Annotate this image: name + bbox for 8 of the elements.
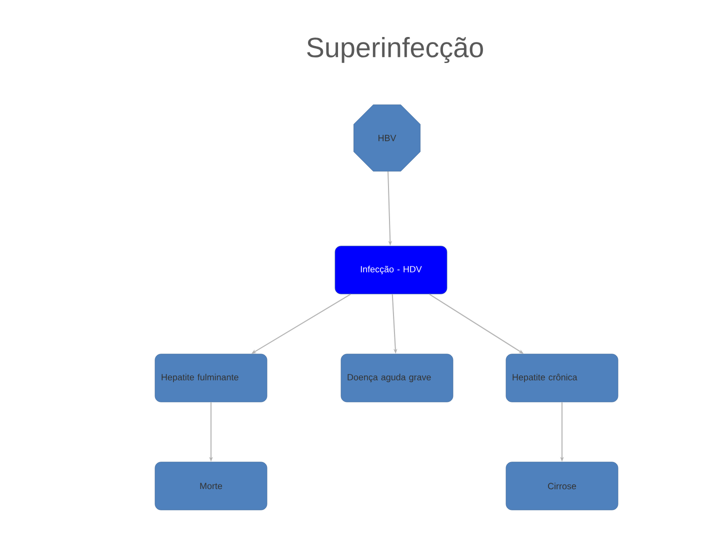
title: Superinfecção bbox=[307, 36, 483, 64]
process-box: Cirrose bbox=[506, 462, 618, 510]
process-box: Hepatite crônica bbox=[506, 354, 618, 402]
process-box: Infecção - HDV bbox=[334, 246, 448, 294]
process-box: Morte bbox=[154, 462, 268, 510]
process-box: Doença aguda grave bbox=[340, 354, 454, 402]
octagon-node: HBV bbox=[354, 104, 420, 172]
process-box: Hepatite fulminante bbox=[154, 354, 268, 402]
